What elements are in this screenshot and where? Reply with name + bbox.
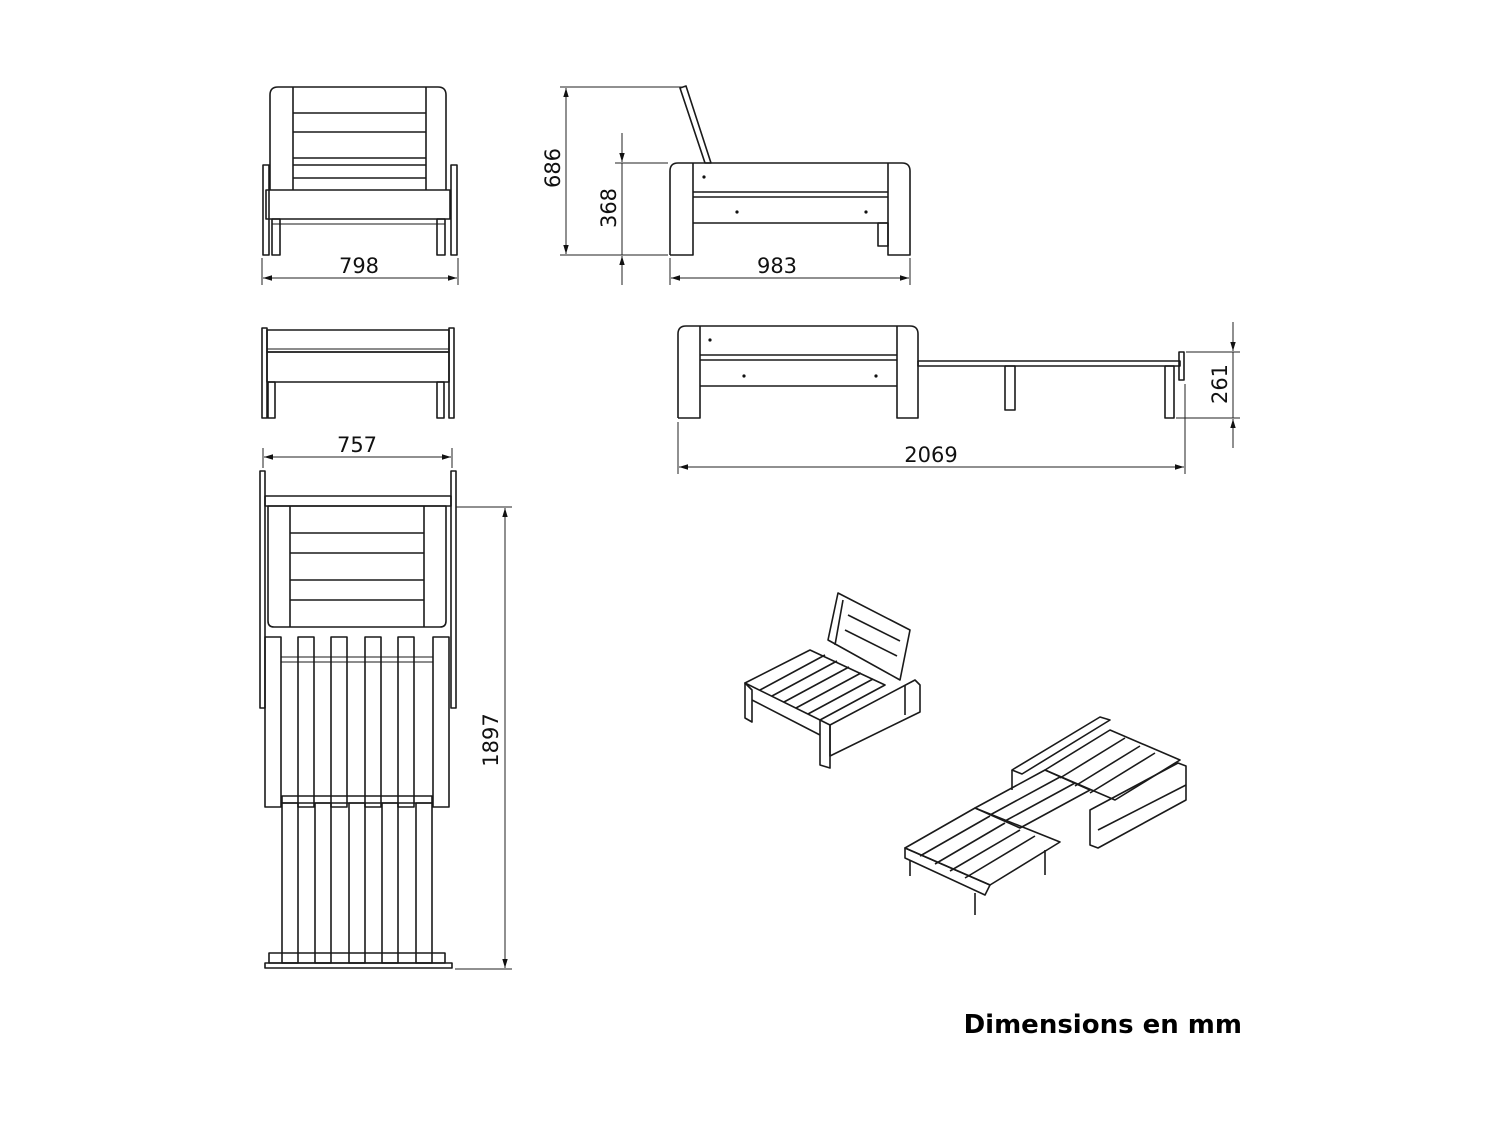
upper-slats xyxy=(264,636,450,808)
lower-slats xyxy=(281,802,433,964)
isometric-bed xyxy=(904,716,1187,915)
dimension-total-height: 686 xyxy=(541,148,565,188)
dimensions-caption: Dimensions en mm xyxy=(963,1010,1242,1040)
dimension-front-width: 798 xyxy=(339,254,379,278)
dimension-side-depth: 983 xyxy=(757,254,797,278)
front-view: 798 xyxy=(261,86,459,285)
rear-view: 757 xyxy=(261,327,455,468)
side-view: 686 368 983 xyxy=(541,85,911,285)
dimension-extended-length: 2069 xyxy=(904,443,957,467)
extended-side-view: 261 2069 xyxy=(677,322,1240,474)
top-view: 1897 xyxy=(259,470,512,970)
isometric-chair xyxy=(744,592,921,769)
dimension-rear-width: 757 xyxy=(337,433,377,457)
dimension-extended-height: 261 xyxy=(1208,364,1232,404)
dimension-top-length: 1897 xyxy=(479,713,503,766)
dimension-seat-height: 368 xyxy=(597,188,621,228)
